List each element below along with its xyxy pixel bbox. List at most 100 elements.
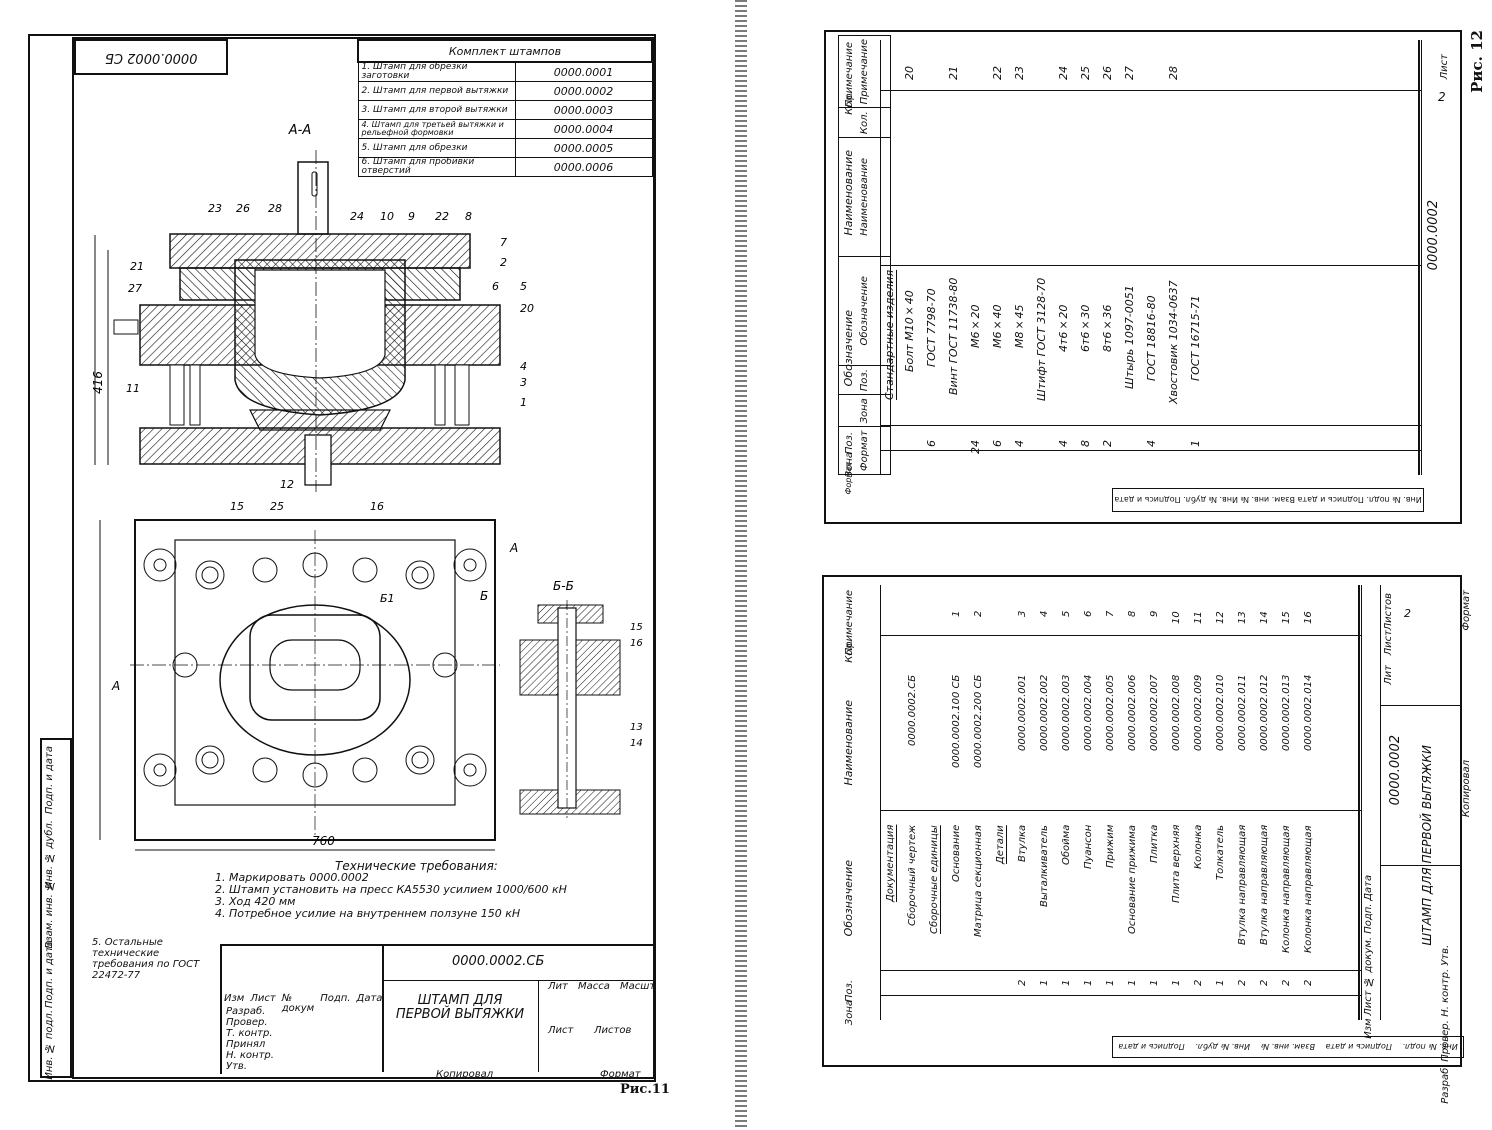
- strip-label: Взам. инв. №: [44, 880, 55, 949]
- spec-bottom-pos: 1: [951, 611, 962, 618]
- callout-1: 1: [520, 396, 527, 409]
- spec-bottom-oboz: 0000.0002.100 СБ: [951, 675, 962, 769]
- set-row-code: 0000.0003: [514, 100, 653, 120]
- spec-bottom-kol: 1: [1039, 980, 1050, 987]
- bb-callout-16: 16: [630, 638, 643, 649]
- spec-top-list-num: 2: [1438, 90, 1446, 104]
- callout-21: 21: [130, 260, 144, 273]
- spec-bottom-code: 0000.0002: [1388, 735, 1403, 806]
- spec-top-kol: 6: [991, 440, 1004, 447]
- set-table-title: Комплект штампов: [357, 39, 653, 63]
- spec-bottom-name: Выталкиватель: [1039, 825, 1050, 907]
- spec-bottom-header-name: Наименование: [842, 700, 855, 786]
- spec-bottom-format: Формат: [1461, 590, 1472, 631]
- title-block-massa: Масса: [578, 981, 610, 992]
- spec-top-row: ГОСТ 16715-71: [1189, 295, 1202, 381]
- spec-top-header-oboz: Обозначение: [842, 310, 855, 387]
- spec-bottom-oboz: 0000.0002.001: [1017, 675, 1028, 752]
- strip-label: Подпись и дата: [1118, 1042, 1185, 1052]
- spec-bottom-list: Лист: [1383, 630, 1394, 656]
- tb-col: Изм: [224, 993, 245, 1004]
- spec-top-strip: Инв. № подл. Подпись и дата Взам. инв. №…: [1112, 488, 1424, 512]
- set-row-code: 0000.0001: [514, 61, 653, 82]
- spec-bottom-pos: 14: [1259, 611, 1270, 624]
- spec-top-row: Хвостовик 1034-0637: [1167, 280, 1180, 404]
- section-bb-drawing: Б-Б 15 16 13 14: [519, 580, 643, 818]
- callout-8: 8: [465, 210, 472, 223]
- title-block-list: Лист: [548, 1025, 574, 1036]
- tb-role: Утв.: [1440, 945, 1451, 966]
- callout-23: 23: [208, 202, 222, 215]
- spec-bottom-lit: Лит: [1383, 665, 1394, 685]
- spec-bottom-oboz: 0000.0002.004: [1083, 675, 1094, 752]
- spec-bottom-strip: Инв. № подл. Подпись и дата Взам. инв. №…: [1112, 1036, 1464, 1058]
- section-a-marker: А: [509, 541, 518, 555]
- spec-bottom-frame: [822, 575, 1462, 1067]
- callout-12: 12: [280, 478, 294, 491]
- spec-bottom-name: Сборочные единицы: [929, 825, 940, 934]
- spec-bottom-name: Основание: [951, 825, 962, 883]
- strip-label: Инв. № подл.: [1366, 495, 1422, 505]
- tb-role: Провер.: [226, 1017, 268, 1028]
- spec-top-header-pos: Поз.: [844, 432, 855, 455]
- tb-role: Разраб.: [226, 1006, 266, 1017]
- spec-top-pos: 24: [1057, 66, 1070, 80]
- spec-bottom-oboz: 0000.0002.006: [1127, 675, 1138, 752]
- callout-24: 24: [350, 210, 364, 223]
- spec-bottom-name: Колонка: [1193, 825, 1204, 870]
- spec-top-kol: 4: [1057, 440, 1070, 447]
- callout-7: 7: [500, 236, 507, 249]
- spec-bottom-row: Сборочные единицы: [929, 585, 947, 1020]
- plan-view-drawing: 15 25 16 А А Б Б1 730 760: [90, 500, 518, 851]
- spec-bottom-header-oboz: Обозначение: [842, 860, 855, 937]
- tb-role: Принял: [226, 1039, 266, 1050]
- spec-top-pos: 21: [947, 66, 960, 80]
- spec-bottom-name: Матрица секционная: [973, 825, 984, 937]
- spec-bottom-name: Толкатель: [1215, 825, 1226, 881]
- spec-top-title-block: 0000.0002 Лист 2: [1418, 40, 1460, 475]
- spec-top-pos: 20: [903, 66, 916, 80]
- spec-top-row: М8×45: [1013, 305, 1026, 349]
- callout-4: 4: [520, 360, 527, 373]
- spec-bottom-oboz: 0000.0002.013: [1281, 675, 1292, 752]
- spec-bottom-kol: 2: [1259, 980, 1270, 987]
- strip-label: Подп. и дата: [44, 940, 55, 1009]
- left-kopiroval: Копировал: [436, 1069, 494, 1080]
- spec-bottom-pos: 3: [1017, 611, 1028, 618]
- spec-top-row: Штырь 1097-0051: [1123, 285, 1136, 389]
- spec-bottom-name: Втулка направляющая: [1259, 825, 1270, 946]
- spec-bottom-pos: 6: [1083, 611, 1094, 618]
- spec-bottom-oboz: 0000.0002.012: [1259, 675, 1270, 752]
- spec-top-kol: 24: [969, 440, 982, 454]
- spec-top-code: 0000.0002: [1426, 200, 1441, 271]
- bb-callout-13: 13: [630, 722, 643, 733]
- section-b-marker: Б: [480, 589, 488, 603]
- strip-label: Подпись и дата: [1325, 1042, 1392, 1052]
- spec-bottom-name: Детали: [995, 825, 1006, 864]
- callout-16: 16: [370, 500, 384, 513]
- pusher: [304, 434, 332, 486]
- tb-role: Н. контр.: [1440, 969, 1451, 1017]
- set-table: Комплект штампов 1. Штамп для обрезки за…: [357, 39, 653, 177]
- tech-req-note: 5. Остальные технические требования по Г…: [92, 937, 200, 981]
- title-block-listov: Листов: [594, 1025, 632, 1036]
- callout-6: 6: [492, 280, 499, 293]
- tb-col: Лист: [250, 993, 276, 1004]
- spec-top-kol: 6: [925, 440, 938, 447]
- spec-bottom-kol: 1: [1215, 980, 1226, 987]
- spec-top-row: М6×40: [991, 305, 1004, 349]
- spec-bottom-oboz: 0000.0002.005: [1105, 675, 1116, 752]
- section-bb-label: Б-Б: [553, 580, 574, 593]
- spec-bottom-oboz: 0000.0002.011: [1237, 675, 1248, 752]
- strip-label: Подпись и дата: [1297, 495, 1364, 505]
- spec-top-row: 6т6×30: [1079, 305, 1092, 353]
- spec-bottom-pos: 4: [1039, 611, 1050, 618]
- callout-26: 26: [236, 202, 250, 215]
- spec-bottom-name: Втулка направляющая: [1237, 825, 1248, 946]
- tech-requirements: Технические требования: 1. Маркировать 0…: [215, 860, 645, 920]
- spec-bottom-pos: 12: [1215, 611, 1226, 624]
- spec-bottom-oboz: 0000.0002.003: [1061, 675, 1072, 752]
